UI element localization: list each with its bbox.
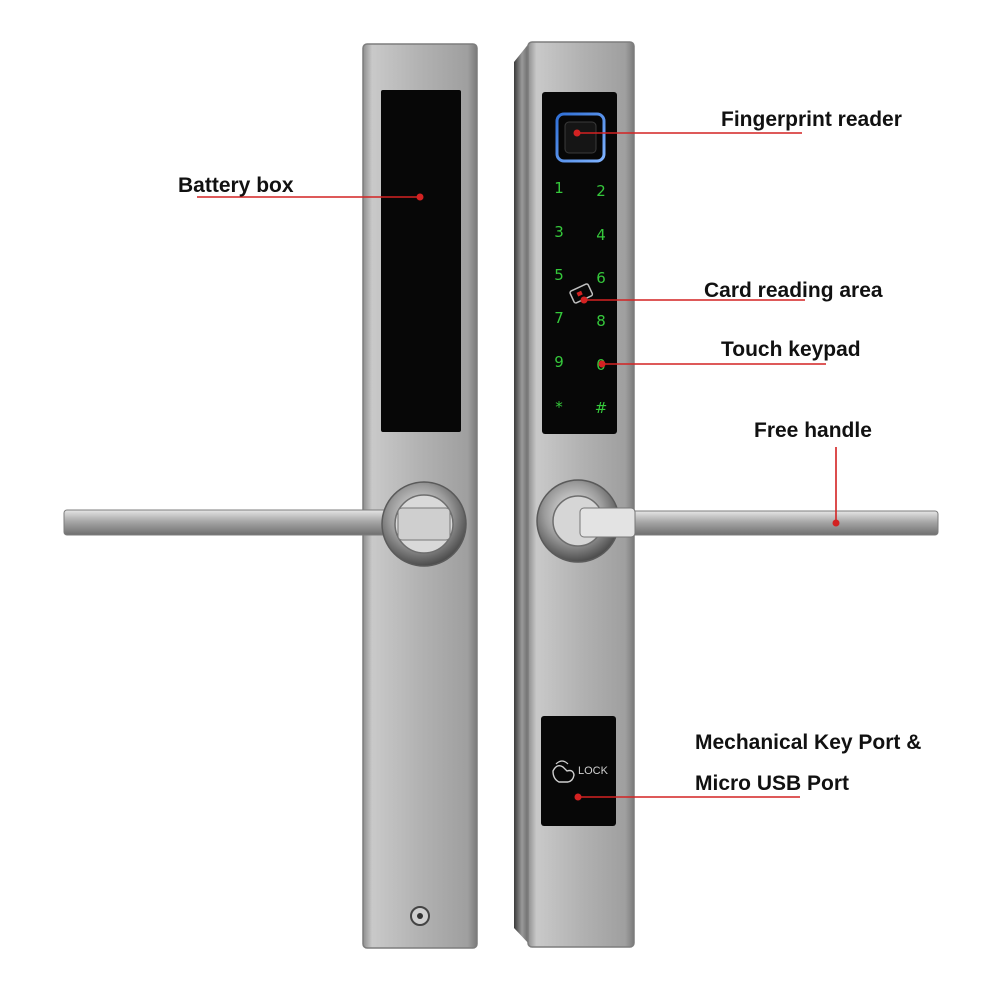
left-handle-lever	[63, 509, 405, 536]
lock-label: LOCK	[578, 765, 609, 777]
callout-touch-keypad	[598, 360, 826, 368]
label-battery-box: Battery box	[178, 174, 294, 197]
label-touch-keypad: Touch keypad	[721, 338, 861, 361]
right-handle	[536, 479, 939, 563]
fingerprint-sensor-icon	[564, 121, 597, 154]
keypad-key-9[interactable]: 9	[554, 353, 564, 371]
label-fingerprint-reader: Fingerprint reader	[721, 108, 902, 131]
left-handle	[63, 481, 467, 567]
label-free-handle: Free handle	[754, 419, 872, 442]
label-key-port-line1: Mechanical Key Port &	[695, 731, 922, 754]
keypad-key-8[interactable]: 8	[596, 312, 606, 330]
keypad-key-3[interactable]: 3	[554, 223, 564, 241]
callout-free-handle	[832, 447, 840, 527]
touch-keypad[interactable]: 1 2 3 4 5 6 7 8 9 0 * #	[554, 179, 607, 417]
right-lock-plate: 1 2 3 4 5 6 7 8 9 0 * #	[514, 41, 939, 948]
keyhole-icon	[410, 906, 430, 926]
keypad-key-4[interactable]: 4	[596, 226, 606, 244]
callout-battery-box	[197, 193, 424, 201]
right-handle-neck	[579, 507, 636, 538]
callout-key-port	[574, 793, 800, 801]
keypad-key-1[interactable]: 1	[554, 179, 564, 197]
keypad-key-5[interactable]: 5	[554, 266, 564, 284]
keypad-panel	[542, 92, 617, 434]
keypad-key-7[interactable]: 7	[554, 309, 564, 327]
label-key-port-line2: Micro USB Port	[695, 772, 850, 795]
callout-fingerprint-reader	[573, 129, 802, 137]
hand-touch-icon	[552, 760, 575, 783]
keypad-key-star[interactable]: *	[555, 398, 563, 416]
keypad-key-hash[interactable]: #	[595, 399, 608, 417]
callout-card-reading-area	[580, 296, 805, 304]
right-handle-lever	[594, 510, 939, 536]
keypad-key-2[interactable]: 2	[596, 182, 606, 200]
lock-port-panel[interactable]: LOCK	[541, 716, 616, 826]
label-card-reading-area: Card reading area	[704, 279, 883, 302]
right-plate-side-edge	[514, 42, 530, 945]
left-lock-plate	[63, 43, 478, 949]
battery-box-cover	[381, 90, 461, 432]
left-handle-neck	[397, 507, 451, 541]
fingerprint-reader[interactable]	[555, 112, 606, 163]
keypad-key-6[interactable]: 6	[596, 269, 606, 287]
